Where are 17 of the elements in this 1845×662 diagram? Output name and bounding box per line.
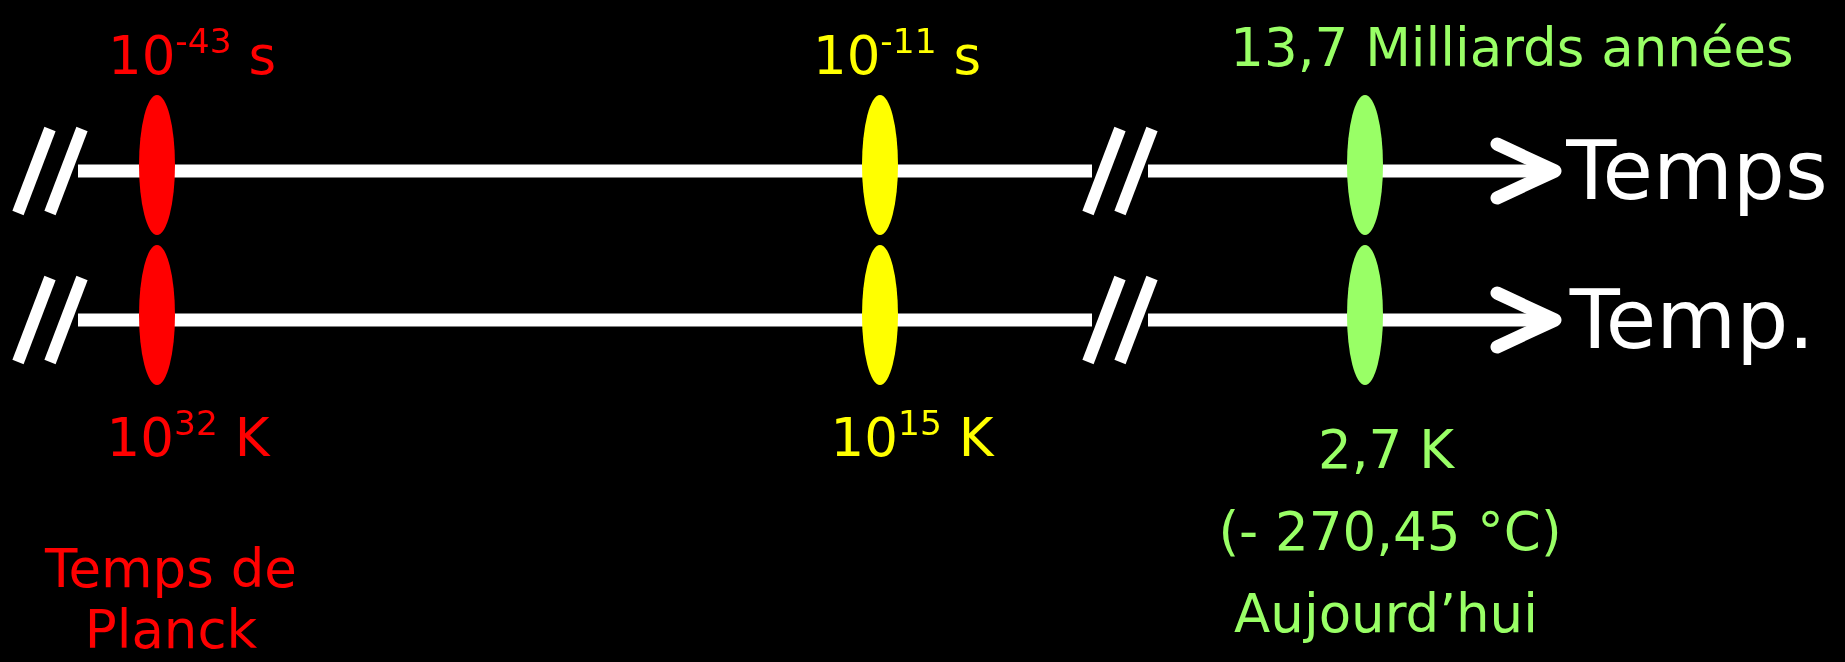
time-marker — [139, 95, 175, 235]
era-label: Aujourd’hui — [1234, 583, 1538, 645]
temperature-label: 10$^{15}$ K — [830, 407, 994, 469]
time-label: 13,7 Milliards années — [1230, 17, 1794, 79]
temperature-label: 10$^{32}$ K — [106, 407, 270, 469]
time-marker — [862, 245, 898, 385]
time-marker — [1347, 95, 1383, 235]
time-marker — [862, 95, 898, 235]
axis-label: Temps — [1566, 123, 1828, 219]
time-label: 10$^{-11}$ s — [812, 25, 982, 87]
era-label: Temps de Planck — [43, 539, 298, 661]
time-marker — [139, 245, 175, 385]
temperature-label: 2,7 K — [1318, 419, 1454, 481]
time-marker — [1347, 245, 1383, 385]
temperature-label: (- 270,45 °C) — [1218, 501, 1562, 563]
time-label: 10$^{-43}$ s — [107, 25, 277, 87]
axis-label: Temp. — [1569, 272, 1815, 368]
